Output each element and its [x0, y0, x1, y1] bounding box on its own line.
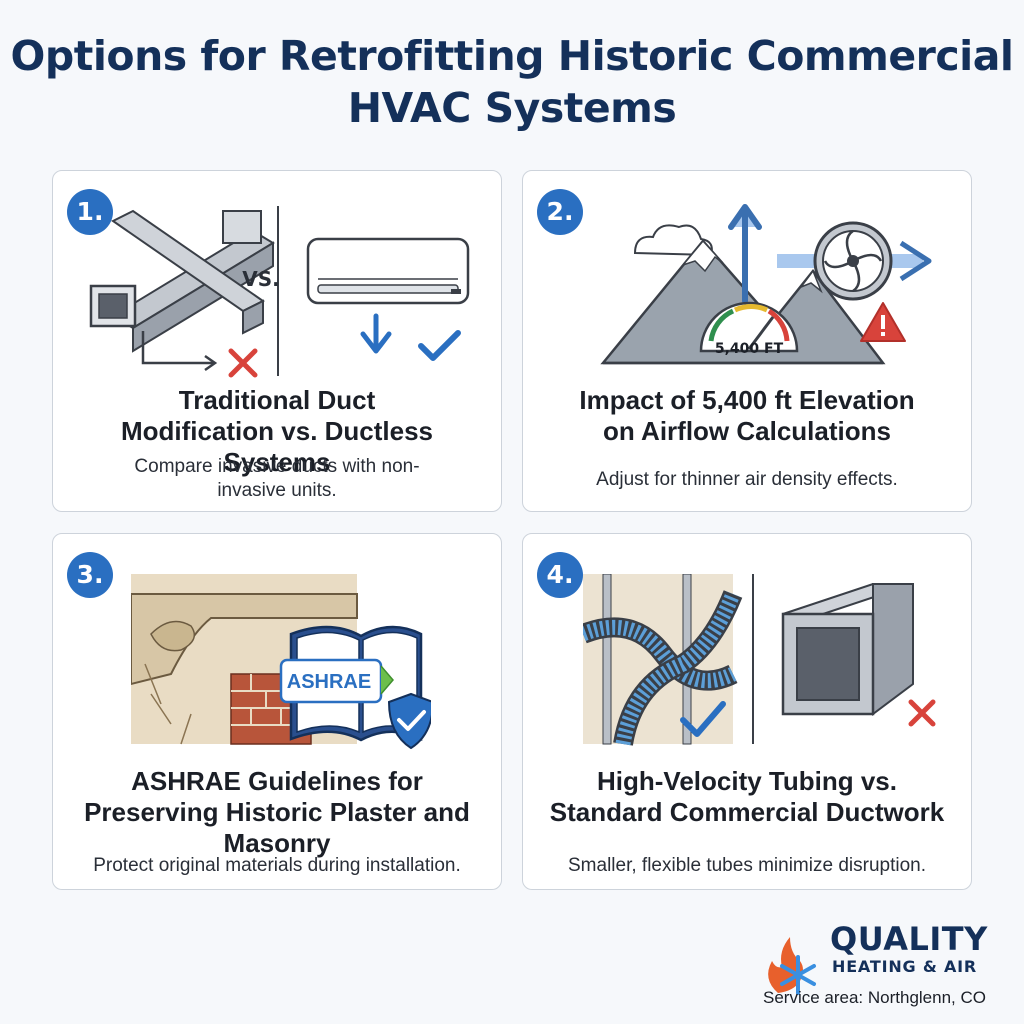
page-title: Options for Retrofitting Historic Commer…	[10, 32, 1014, 132]
flame-snowflake-logo-icon	[768, 937, 816, 995]
card-number-badge: 3.	[67, 552, 113, 598]
x-mark-icon	[228, 348, 258, 378]
fan-icon	[813, 221, 893, 301]
card-ashrae-preservation: 3. ASHRAE ASHRAE Guidelines for Preservi…	[52, 533, 502, 890]
cloud-icon	[633, 224, 713, 257]
vs-label: VS.	[242, 267, 279, 291]
card-number-badge: 1.	[67, 189, 113, 235]
airflow-down-arrow	[360, 313, 392, 354]
tubing-vs-duct-illustration	[583, 574, 936, 746]
card-description: Compare invasive ducts with non-invasive…	[134, 456, 420, 501]
card-elevation-airflow: 2. 5,400 FT	[522, 170, 972, 512]
ashrae-label: ASHRAE	[287, 671, 371, 693]
card-description: Smaller, flexible tubes minimize disrupt…	[568, 855, 926, 876]
card-number-badge: 2.	[537, 189, 583, 235]
card-heading: Traditional Duct Modification vs. Ductle…	[120, 385, 434, 477]
ashrae-illustration: ASHRAE	[131, 574, 431, 750]
check-mark-icon	[680, 701, 726, 737]
book-icon: ASHRAE	[279, 625, 423, 742]
ductwork-icon	[89, 209, 275, 372]
card-description: Adjust for thinner air density effects.	[596, 469, 898, 490]
elevation-label: 5,400 FT	[715, 341, 784, 357]
x-mark-icon	[908, 699, 936, 727]
card-heading: High-Velocity Tubing vs. Standard Commer…	[549, 766, 945, 827]
elevation-illustration: 5,400 FT	[600, 204, 932, 365]
flex-tubing-icon	[583, 574, 743, 746]
wall-mini-split-icon	[306, 237, 470, 305]
service-area: Service area: Northglenn, CO	[763, 988, 986, 1007]
shield-check-icon	[387, 692, 431, 750]
duct-vs-ductless-illustration: VS.	[89, 206, 470, 378]
brand-name: QUALITY	[830, 920, 988, 958]
card-duct-vs-ductless: 1. VS.	[52, 170, 502, 512]
rectangular-duct-icon	[781, 583, 914, 716]
card-heading: Impact of 5,400 ft Elevation on Airflow …	[579, 385, 915, 446]
check-mark-icon	[418, 330, 461, 361]
updraft-arrow	[728, 204, 762, 304]
brand-tagline: HEATING & AIR	[832, 957, 978, 976]
warning-icon	[860, 302, 906, 342]
card-number-badge: 4.	[537, 552, 583, 598]
card-heading: ASHRAE Guidelines for Preserving Histori…	[84, 766, 470, 858]
card-tubing-vs-ductwork: 4. High-Velocity Tubing vs. Standard Com…	[522, 533, 972, 890]
card-description: Protect original materials during instal…	[93, 855, 461, 876]
gauge-icon: 5,400 FT	[699, 301, 799, 357]
